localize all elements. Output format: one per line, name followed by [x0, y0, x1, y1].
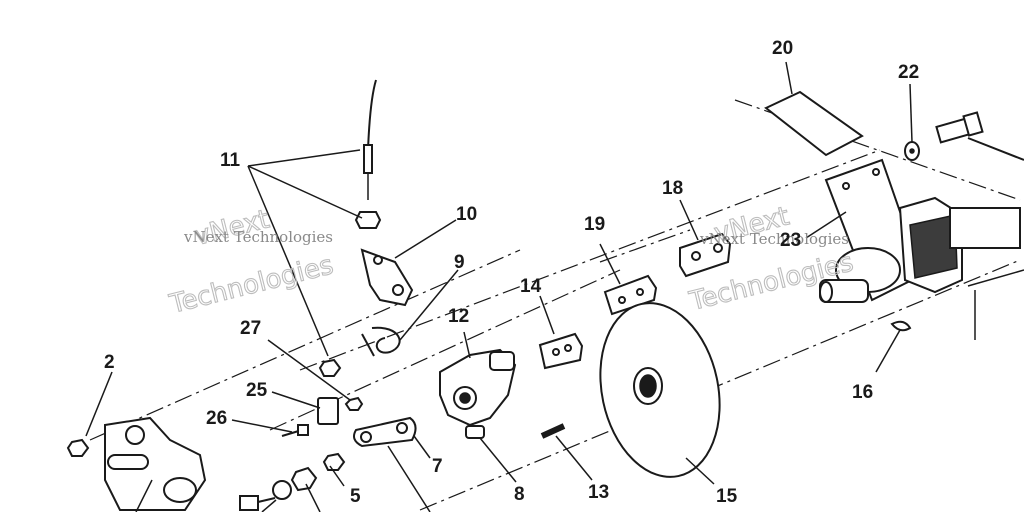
clip-25 [317, 397, 339, 425]
callout-14: 14 [520, 276, 542, 297]
callout-12: 12 [448, 306, 469, 327]
callout-15: 15 [716, 486, 738, 507]
callout-10: 10 [456, 204, 477, 225]
callout-9: 9 [454, 252, 465, 273]
roll-pin-13 [540, 423, 566, 439]
callout-19: 19 [584, 214, 605, 235]
pin-8 [465, 425, 485, 439]
watermark-left: vNext Technologies [166, 204, 337, 321]
watermark-caption: vNext Technologies [699, 230, 849, 248]
nut-27 [318, 358, 342, 377]
callout-2: 2 [104, 352, 115, 373]
watermark-caption: vNext Technologies [183, 228, 333, 246]
callout-22: 22 [898, 62, 919, 83]
hub-assembly [819, 196, 1021, 303]
nut-2 [66, 438, 90, 457]
leader-lines [85, 61, 913, 512]
screw-26 [281, 424, 309, 437]
block-19 [603, 274, 658, 316]
bolt [935, 111, 1024, 161]
cable-bracket [360, 248, 414, 307]
callout-23: 23 [780, 230, 801, 251]
housing-edge [967, 269, 1024, 340]
cam-housing [439, 348, 517, 427]
callout-16: 16 [852, 382, 873, 403]
spring [361, 326, 401, 357]
callout-11: 11 [220, 150, 241, 171]
cable-assembly [354, 79, 382, 229]
decal-20 [764, 90, 864, 157]
callout-labels: 2 5 7 8 9 10 11 12 13 14 15 16 18 19 20 … [104, 38, 919, 507]
link-plate [353, 416, 417, 448]
callout-27: 27 [240, 318, 261, 339]
block-14 [538, 332, 584, 370]
block-18 [679, 232, 732, 278]
watermark-sub: Technologies [166, 250, 336, 320]
lever-bracket [104, 416, 207, 511]
callout-25: 25 [246, 380, 268, 401]
callout-5: 5 [350, 486, 361, 507]
callout-8: 8 [514, 484, 525, 505]
nut-small [344, 396, 364, 411]
callout-13: 13 [588, 482, 609, 503]
hardware-bottom [239, 452, 346, 511]
callout-20: 20 [772, 38, 793, 59]
key-16 [890, 320, 912, 332]
callout-18: 18 [662, 178, 683, 199]
callout-7: 7 [432, 456, 443, 477]
pulley-disc [599, 302, 721, 478]
callout-26: 26 [206, 408, 227, 429]
washer-22 [904, 141, 920, 161]
